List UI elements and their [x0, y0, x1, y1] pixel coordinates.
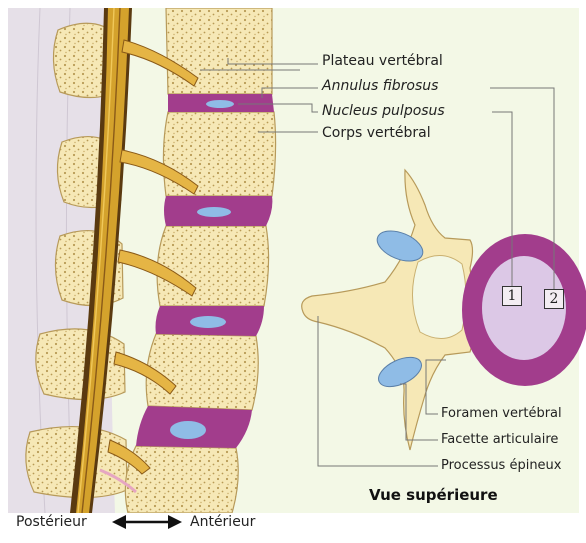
label-annulus-fibrosus: Annulus fibrosus [322, 78, 438, 94]
view-title: Vue supérieure [369, 486, 498, 504]
label-corps-vertebral: Corps vertébral [322, 125, 431, 141]
axis-label-posterior: Postérieur [16, 514, 87, 530]
direction-arrow [112, 515, 182, 529]
axis-label-anterior: Antérieur [190, 514, 255, 530]
marker-box-1: 1 [502, 286, 522, 306]
label-plateau-vertebral: Plateau vertébral [322, 53, 443, 69]
sagittal-section [8, 8, 276, 513]
marker-box-2: 2 [544, 289, 564, 309]
label-foramen-vertebral: Foramen vertébral [441, 406, 562, 422]
label-nucleus-pulposus: Nucleus pulposus [322, 103, 445, 119]
label-facette-articulaire: Facette articulaire [441, 432, 558, 448]
label-processus-epineux: Processus épineux [441, 458, 562, 474]
